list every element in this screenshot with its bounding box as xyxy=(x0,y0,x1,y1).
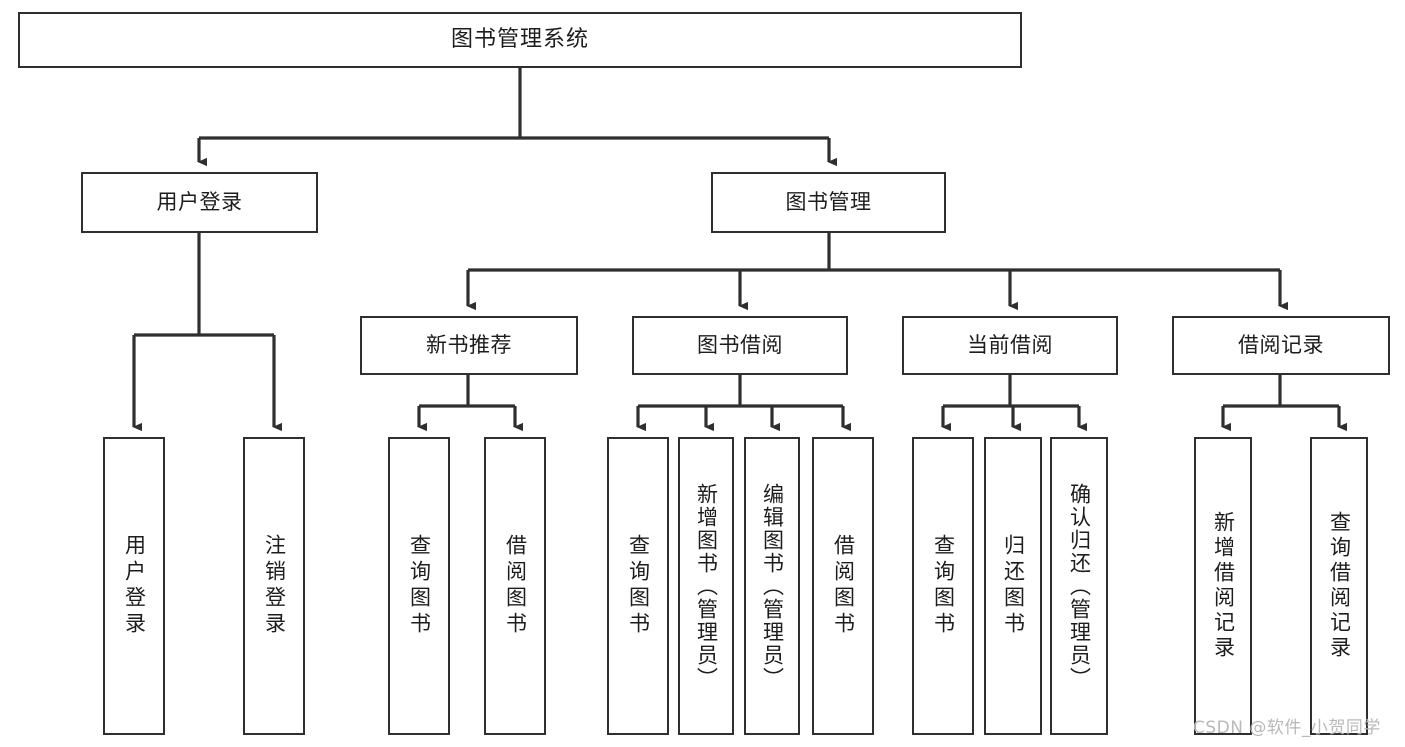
node-leaf-return-book[interactable]: 归还图书 xyxy=(984,437,1042,735)
node-leaf-add-book[interactable]: 新增图书（管理员） xyxy=(678,437,734,735)
node-leaf-query-book-1-label: 查询图书 xyxy=(407,534,432,638)
node-leaf-user-logout[interactable]: 注销登录 xyxy=(243,437,305,735)
node-leaf-query-record-label: 查询借阅记录 xyxy=(1327,511,1352,661)
node-leaf-borrow-book-1[interactable]: 借阅图书 xyxy=(484,437,546,735)
node-leaf-edit-book-label: 编辑图书（管理员） xyxy=(760,482,785,690)
node-leaf-query-book-2[interactable]: 查询图书 xyxy=(607,437,669,735)
node-leaf-query-record[interactable]: 查询借阅记录 xyxy=(1310,437,1368,735)
node-book-manage[interactable]: 图书管理 xyxy=(711,172,946,233)
node-book-borrow-label: 图书借阅 xyxy=(697,332,783,357)
node-current-borrow[interactable]: 当前借阅 xyxy=(902,316,1118,375)
node-current-borrow-label: 当前借阅 xyxy=(967,332,1053,357)
node-user-login[interactable]: 用户登录 xyxy=(81,172,318,233)
node-leaf-edit-book[interactable]: 编辑图书（管理员） xyxy=(744,437,800,735)
node-leaf-confirm-return[interactable]: 确认归还（管理员） xyxy=(1050,437,1108,735)
node-leaf-add-book-label: 新增图书（管理员） xyxy=(694,482,719,690)
node-leaf-borrow-book-2-label: 借阅图书 xyxy=(831,534,856,638)
node-book-borrow[interactable]: 图书借阅 xyxy=(632,316,848,375)
node-leaf-user-login-label: 用户登录 xyxy=(122,534,147,638)
node-user-login-label: 用户登录 xyxy=(156,189,243,214)
node-leaf-borrow-book-2[interactable]: 借阅图书 xyxy=(812,437,874,735)
node-borrow-record[interactable]: 借阅记录 xyxy=(1172,316,1390,375)
node-leaf-query-book-3[interactable]: 查询图书 xyxy=(912,437,974,735)
csdn-watermark: CSDN @软件_小贺同学 xyxy=(1193,718,1381,738)
node-borrow-record-label: 借阅记录 xyxy=(1238,332,1324,357)
node-leaf-query-book-3-label: 查询图书 xyxy=(931,534,956,638)
node-leaf-user-login[interactable]: 用户登录 xyxy=(103,437,165,735)
node-root-label: 图书管理系统 xyxy=(450,26,589,52)
node-leaf-confirm-return-label: 确认归还（管理员） xyxy=(1067,482,1092,690)
node-leaf-borrow-book-1-label: 借阅图书 xyxy=(503,534,528,638)
node-leaf-query-book-1[interactable]: 查询图书 xyxy=(388,437,450,735)
node-root[interactable]: 图书管理系统 xyxy=(18,12,1022,68)
node-leaf-add-record-label: 新增借阅记录 xyxy=(1211,511,1236,661)
node-new-book-rec-label: 新书推荐 xyxy=(426,332,512,357)
node-leaf-query-book-2-label: 查询图书 xyxy=(626,534,651,638)
node-leaf-add-record[interactable]: 新增借阅记录 xyxy=(1194,437,1252,735)
node-book-manage-label: 图书管理 xyxy=(785,189,872,214)
node-leaf-user-logout-label: 注销登录 xyxy=(262,534,287,638)
node-leaf-return-book-label: 归还图书 xyxy=(1001,534,1026,638)
node-new-book-rec[interactable]: 新书推荐 xyxy=(360,316,578,375)
